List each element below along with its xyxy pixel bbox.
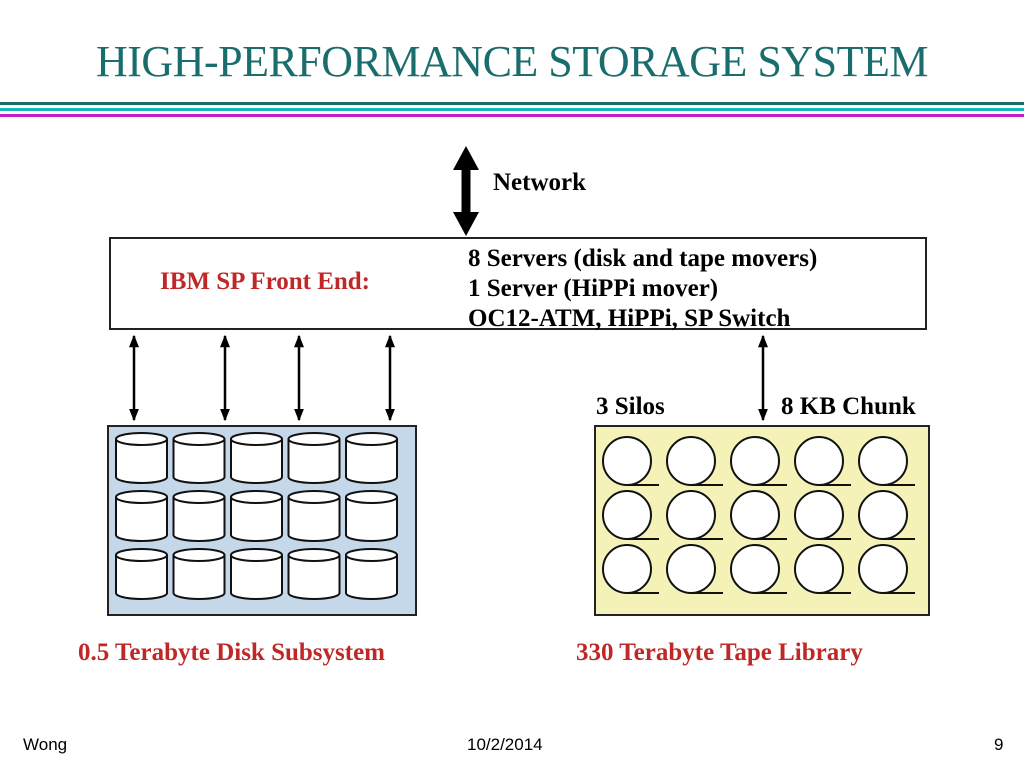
disk-icon (115, 548, 168, 600)
footer-page-number: 9 (994, 735, 1004, 754)
tape-reel-icon (858, 544, 915, 594)
network-arrow (453, 146, 479, 236)
title-rule-dark (0, 102, 1024, 105)
footer-date: 10/2/2014 (467, 735, 543, 754)
footer-author: Wong (23, 735, 68, 754)
tape-reel-icon (794, 436, 851, 486)
tape-reel-icon (666, 436, 723, 486)
disk-link-arrows (129, 334, 395, 422)
disk-icon (172, 432, 226, 484)
title-rule-teal (0, 108, 1024, 111)
disk-icon (287, 490, 341, 542)
title-rule-magenta (0, 114, 1024, 117)
disk-icon (230, 548, 283, 600)
slide-title: HIGH-PERFORMANCE STORAGE SYSTEM (95, 37, 929, 86)
disk-icon (115, 432, 168, 484)
front-end-box (109, 237, 927, 330)
tape-reel-icon (858, 436, 915, 486)
tape-reel-icon (730, 490, 787, 540)
disk-icon (172, 490, 226, 542)
disk-icon (230, 432, 283, 484)
disk-icon (345, 548, 398, 600)
tape-reel-icon (602, 436, 659, 486)
disk-icon (172, 548, 226, 600)
tape-reel-icon (666, 544, 723, 594)
tape-reel-icon (666, 490, 723, 540)
tape-reel-icon (602, 544, 659, 594)
tape-reel-icon (794, 544, 851, 594)
tape-reel-icon (730, 544, 787, 594)
tape-grid (602, 436, 915, 594)
front-end-detail: 1 Server (HiPPi mover) (468, 275, 719, 302)
disk-icon (230, 490, 283, 542)
disk-icon (287, 548, 341, 600)
tape-library-caption: 330 Terabyte Tape Library (576, 639, 863, 666)
disk-grid (115, 432, 398, 600)
disk-icon (287, 432, 341, 484)
tape-reel-icon (602, 490, 659, 540)
disk-icon (115, 490, 168, 542)
front-end-detail: OC12-ATM, HiPPi, SP Switch (468, 305, 791, 332)
disk-subsystem-caption: 0.5 Terabyte Disk Subsystem (78, 639, 385, 666)
tape-reel-icon (858, 490, 915, 540)
network-label: Network (493, 169, 587, 196)
front-end-detail: 8 Servers (disk and tape movers) (468, 245, 818, 272)
disk-icon (345, 432, 398, 484)
chunk-label: 8 KB Chunk (781, 393, 916, 420)
silos-label: 3 Silos (596, 393, 665, 420)
tape-reel-icon (730, 436, 787, 486)
front-end-label: IBM SP Front End: (160, 268, 370, 295)
disk-icon (345, 490, 398, 542)
tape-reel-icon (794, 490, 851, 540)
